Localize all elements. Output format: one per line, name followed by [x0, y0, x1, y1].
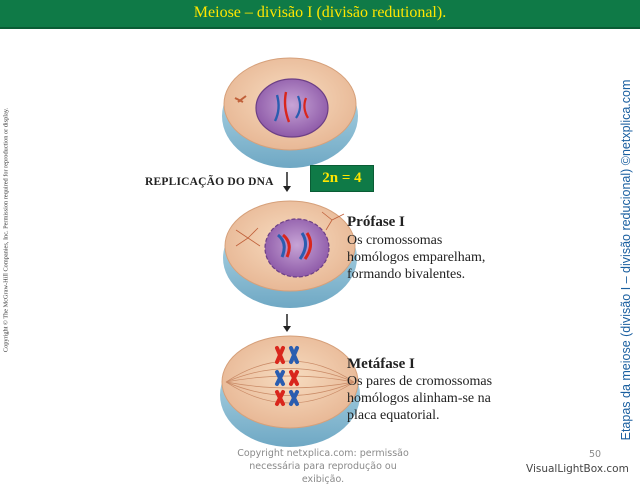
- footer-line-2: necessária para reprodução ou exibição.: [249, 461, 397, 485]
- interphase-cell: [222, 57, 358, 168]
- footer-line-1: Copyright netxplica.com: permissão: [237, 448, 409, 459]
- nucleus: [255, 78, 329, 138]
- prophase-title: Prófase I: [347, 214, 405, 230]
- aster-right: [321, 211, 345, 231]
- metaphase-cell: [220, 335, 360, 447]
- slide-number: 50: [589, 449, 602, 460]
- prophase-line-2: homólogos emparelham,: [347, 250, 486, 265]
- bivalents: [275, 346, 299, 406]
- metaphase-line-3: placa equatorial.: [347, 408, 440, 423]
- dna-replication-label: REPLICAÇÃO DO DNA: [145, 176, 274, 188]
- centrosome: [234, 95, 247, 103]
- prophase-cell: [223, 200, 357, 308]
- slide-title: Meiose – divisão I (divisão redutional).: [193, 4, 447, 21]
- metaphase-line-1: Os pares de cromossomas: [347, 374, 493, 389]
- prophase-line-3: formando bivalentes.: [347, 267, 466, 282]
- title-bar: [0, 0, 640, 29]
- metaphase-title: Metáfase I: [347, 356, 415, 372]
- watermark-link[interactable]: VisualLightBox.com: [526, 463, 629, 475]
- aster-left: [235, 227, 261, 247]
- prophase-line-1: Os cromossomas: [347, 233, 443, 248]
- metaphase-line-2: homólogos alinham-se na: [347, 391, 491, 406]
- ploidy-badge: 2n = 4: [310, 165, 374, 192]
- prophase-description: Os cromossomas homólogos emparelham, for…: [347, 232, 517, 283]
- metaphase-description: Os pares de cromossomas homólogos alinha…: [347, 373, 517, 424]
- footer-copyright: Copyright netxplica.com: permissão neces…: [228, 447, 418, 486]
